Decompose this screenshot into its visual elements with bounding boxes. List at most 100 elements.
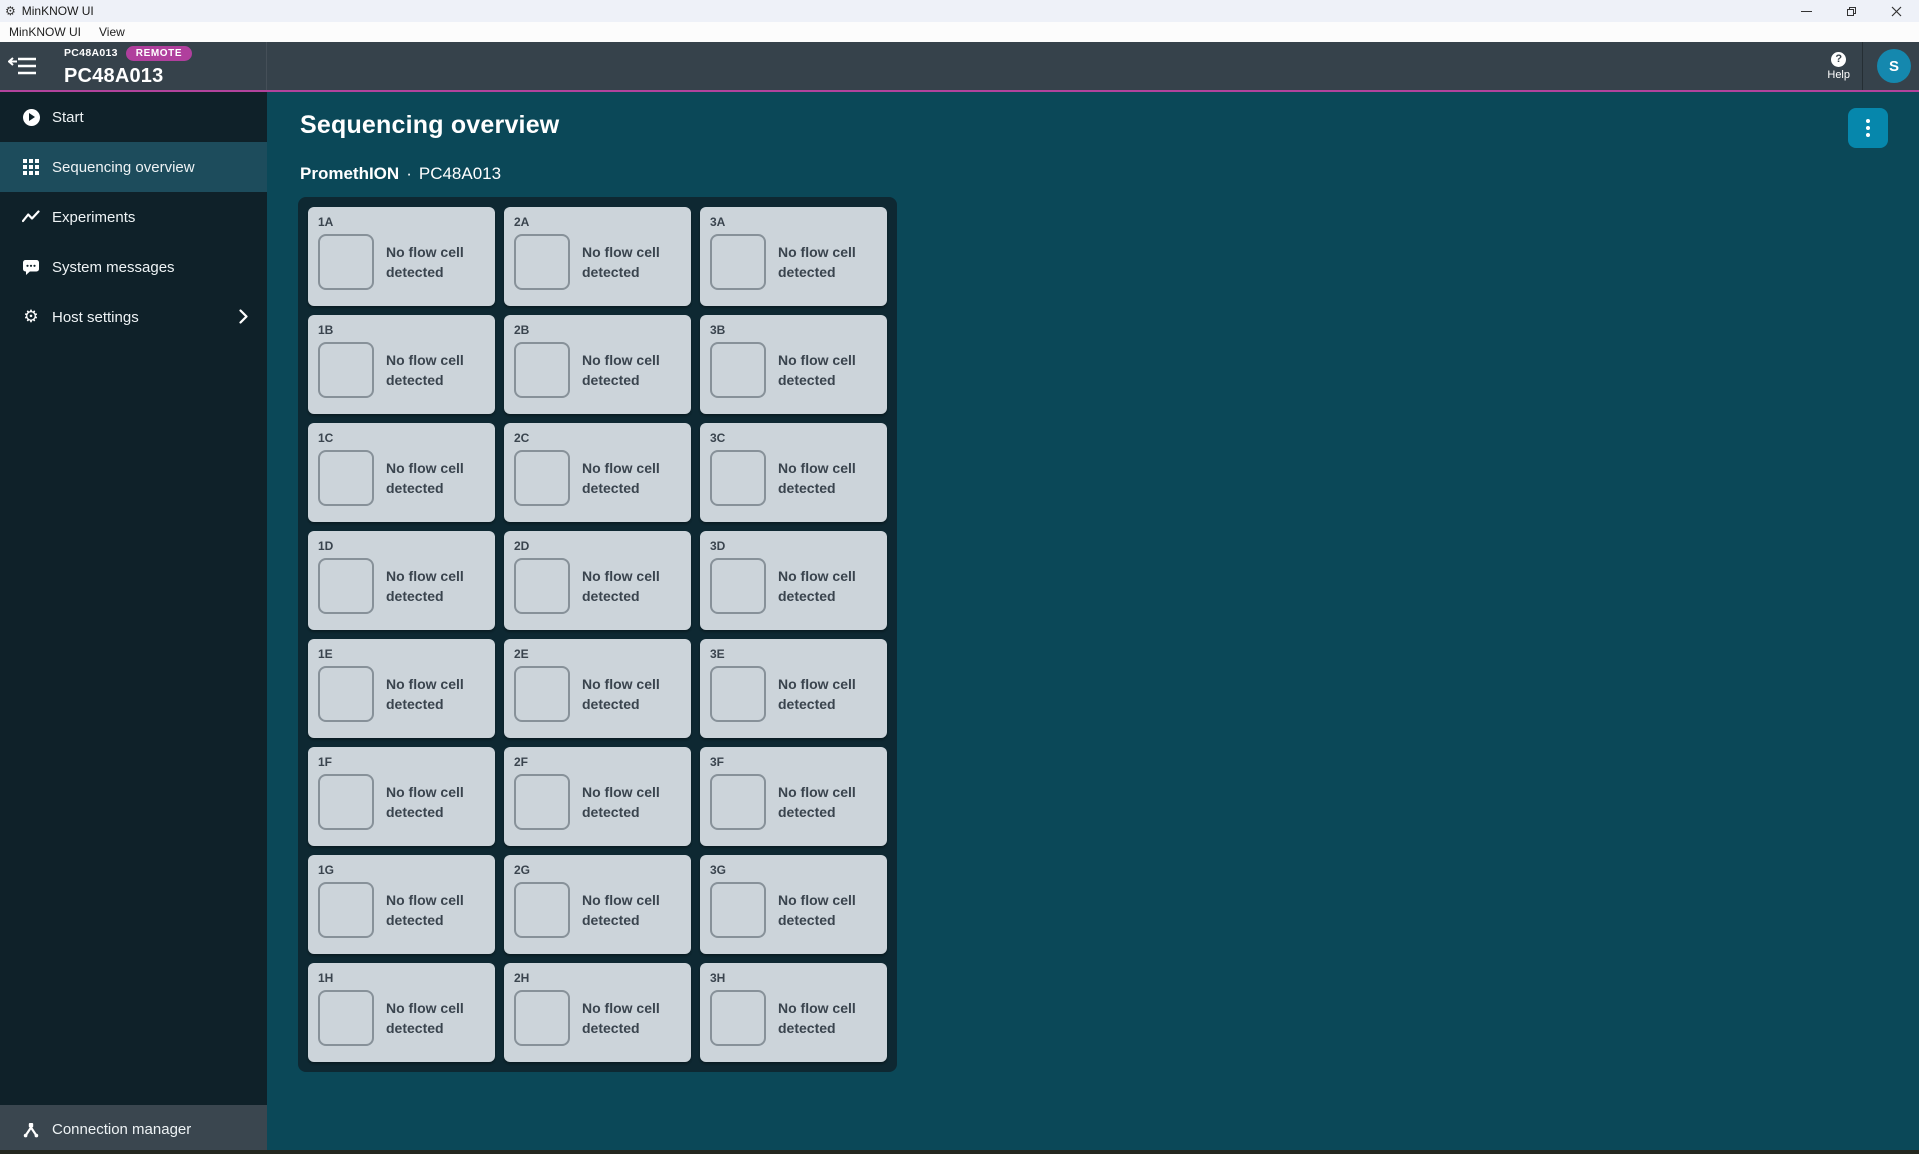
flow-cell-status: No flow cell detected bbox=[582, 243, 660, 280]
grid-icon bbox=[22, 158, 40, 176]
position-label: 1G bbox=[318, 863, 335, 877]
position-label: 2H bbox=[514, 971, 530, 985]
maximize-button[interactable] bbox=[1829, 0, 1874, 22]
flow-cell-status: No flow cell detected bbox=[778, 675, 856, 712]
flow-cell-status: No flow cell detected bbox=[582, 567, 660, 604]
flow-cell-position-3F[interactable]: 3F No flow cell detected bbox=[700, 747, 887, 846]
flow-cell-position-2B[interactable]: 2B No flow cell detected bbox=[504, 315, 691, 414]
sidebar-item-start[interactable]: Start bbox=[0, 92, 267, 142]
position-label: 2D bbox=[514, 539, 530, 553]
sidebar-item-host-settings[interactable]: ⚙ Host settings bbox=[0, 292, 267, 342]
instrument-name: PromethION bbox=[300, 164, 400, 183]
flow-cell-status: No flow cell detected bbox=[778, 243, 856, 280]
flow-cell-position-2H[interactable]: 2H No flow cell detected bbox=[504, 963, 691, 1062]
flow-cell-slot-outline bbox=[514, 666, 570, 722]
flow-cell-position-1A[interactable]: 1A No flow cell detected bbox=[308, 207, 495, 306]
position-label: 3B bbox=[710, 323, 726, 337]
flow-cell-slot-outline bbox=[710, 234, 766, 290]
flow-cell-position-1H[interactable]: 1H No flow cell detected bbox=[308, 963, 495, 1062]
flow-cell-status: No flow cell detected bbox=[582, 459, 660, 496]
menu-minknow-ui[interactable]: MinKNOW UI bbox=[9, 25, 81, 39]
flow-cell-position-2G[interactable]: 2G No flow cell detected bbox=[504, 855, 691, 954]
flow-cell-position-1E[interactable]: 1E No flow cell detected bbox=[308, 639, 495, 738]
flow-cell-status: No flow cell detected bbox=[386, 459, 464, 496]
position-label: 1F bbox=[318, 755, 333, 769]
flow-cell-position-1C[interactable]: 1C No flow cell detected bbox=[308, 423, 495, 522]
position-label: 3A bbox=[710, 215, 726, 229]
flow-cell-slot-outline bbox=[318, 882, 374, 938]
flow-cell-position-3G[interactable]: 3G No flow cell detected bbox=[700, 855, 887, 954]
sidebar-item-label: Host settings bbox=[52, 308, 139, 326]
flow-cell-position-1F[interactable]: 1F No flow cell detected bbox=[308, 747, 495, 846]
app-header-left: PC48A013 REMOTE PC48A013 bbox=[0, 42, 267, 90]
header-divider bbox=[1862, 42, 1863, 90]
flow-cell-position-2E[interactable]: 2E No flow cell detected bbox=[504, 639, 691, 738]
app-header-right: ? Help S bbox=[1827, 42, 1919, 90]
app-icon: ⚙ bbox=[5, 4, 16, 18]
flow-cell-slot-outline bbox=[710, 882, 766, 938]
menu-view[interactable]: View bbox=[99, 25, 125, 39]
connection-manager-button[interactable]: Connection manager bbox=[0, 1105, 267, 1154]
position-label: 3D bbox=[710, 539, 726, 553]
flow-cell-position-3B[interactable]: 3B No flow cell detected bbox=[700, 315, 887, 414]
flow-cell-position-1G[interactable]: 1G No flow cell detected bbox=[308, 855, 495, 954]
position-label: 3F bbox=[710, 755, 725, 769]
flow-cell-slot-outline bbox=[318, 666, 374, 722]
sidebar-item-sequencing-overview[interactable]: Sequencing overview bbox=[0, 142, 267, 192]
device-name-large: PC48A013 bbox=[64, 65, 164, 87]
flow-cell-slot-outline bbox=[514, 342, 570, 398]
position-label: 2B bbox=[514, 323, 530, 337]
flow-cell-slot-outline bbox=[710, 558, 766, 614]
overview-menu-button[interactable] bbox=[1848, 108, 1888, 148]
flow-cell-position-1D[interactable]: 1D No flow cell detected bbox=[308, 531, 495, 630]
main-content: Sequencing overview PromethION · PC48A01… bbox=[267, 92, 1919, 1154]
flow-cell-slot-outline bbox=[514, 450, 570, 506]
sidebar-item-label: Sequencing overview bbox=[52, 158, 195, 176]
position-label: 3G bbox=[710, 863, 727, 877]
gear-icon: ⚙ bbox=[23, 306, 39, 327]
user-avatar[interactable]: S bbox=[1877, 49, 1911, 83]
position-label: 1B bbox=[318, 323, 334, 337]
flow-cell-position-3A[interactable]: 3A No flow cell detected bbox=[700, 207, 887, 306]
flow-cell-slot-outline bbox=[318, 558, 374, 614]
position-label: 2E bbox=[514, 647, 529, 661]
flow-cell-position-3H[interactable]: 3H No flow cell detected bbox=[700, 963, 887, 1062]
flow-cell-position-2D[interactable]: 2D No flow cell detected bbox=[504, 531, 691, 630]
flow-cell-status: No flow cell detected bbox=[778, 891, 856, 928]
device-name-small: PC48A013 bbox=[64, 47, 118, 60]
help-button[interactable]: ? Help bbox=[1827, 51, 1850, 81]
position-label: 1H bbox=[318, 971, 334, 985]
flow-cell-position-3E[interactable]: 3E No flow cell detected bbox=[700, 639, 887, 738]
flow-cell-position-3D[interactable]: 3D No flow cell detected bbox=[700, 531, 887, 630]
flow-cell-slot-outline bbox=[514, 882, 570, 938]
flow-cell-position-2C[interactable]: 2C No flow cell detected bbox=[504, 423, 691, 522]
window-title: MinKNOW UI bbox=[21, 4, 94, 18]
flow-cell-status: No flow cell detected bbox=[582, 891, 660, 928]
minimize-icon bbox=[1801, 10, 1812, 12]
device-block: PC48A013 REMOTE PC48A013 bbox=[64, 46, 193, 87]
sidebar-item-system-messages[interactable]: System messages bbox=[0, 242, 267, 292]
flow-cell-slot-outline bbox=[318, 342, 374, 398]
flow-cell-status: No flow cell detected bbox=[582, 351, 660, 388]
flow-cell-status: No flow cell detected bbox=[386, 243, 464, 280]
connection-manager-label: Connection manager bbox=[52, 1121, 192, 1138]
flow-cell-status: No flow cell detected bbox=[778, 999, 856, 1036]
flow-cell-slot-outline bbox=[514, 774, 570, 830]
flow-cell-position-2A[interactable]: 2A No flow cell detected bbox=[504, 207, 691, 306]
window-bottom-edge bbox=[0, 1150, 1919, 1154]
flow-cell-slot-outline bbox=[710, 450, 766, 506]
flow-cell-position-2F[interactable]: 2F No flow cell detected bbox=[504, 747, 691, 846]
collapse-sidebar-icon[interactable] bbox=[8, 55, 38, 77]
play-circle-icon bbox=[22, 108, 40, 126]
flow-cell-position-3C[interactable]: 3C No flow cell detected bbox=[700, 423, 887, 522]
position-label: 3C bbox=[710, 431, 726, 445]
flow-cell-position-1B[interactable]: 1B No flow cell detected bbox=[308, 315, 495, 414]
chart-line-icon bbox=[22, 208, 40, 226]
close-button[interactable] bbox=[1874, 0, 1919, 22]
sidebar-item-experiments[interactable]: Experiments bbox=[0, 192, 267, 242]
flow-cell-status: No flow cell detected bbox=[582, 675, 660, 712]
sidebar-item-label: Experiments bbox=[52, 208, 136, 226]
flow-cell-status: No flow cell detected bbox=[778, 351, 856, 388]
flow-cell-status: No flow cell detected bbox=[778, 783, 856, 820]
minimize-button[interactable] bbox=[1784, 0, 1829, 22]
